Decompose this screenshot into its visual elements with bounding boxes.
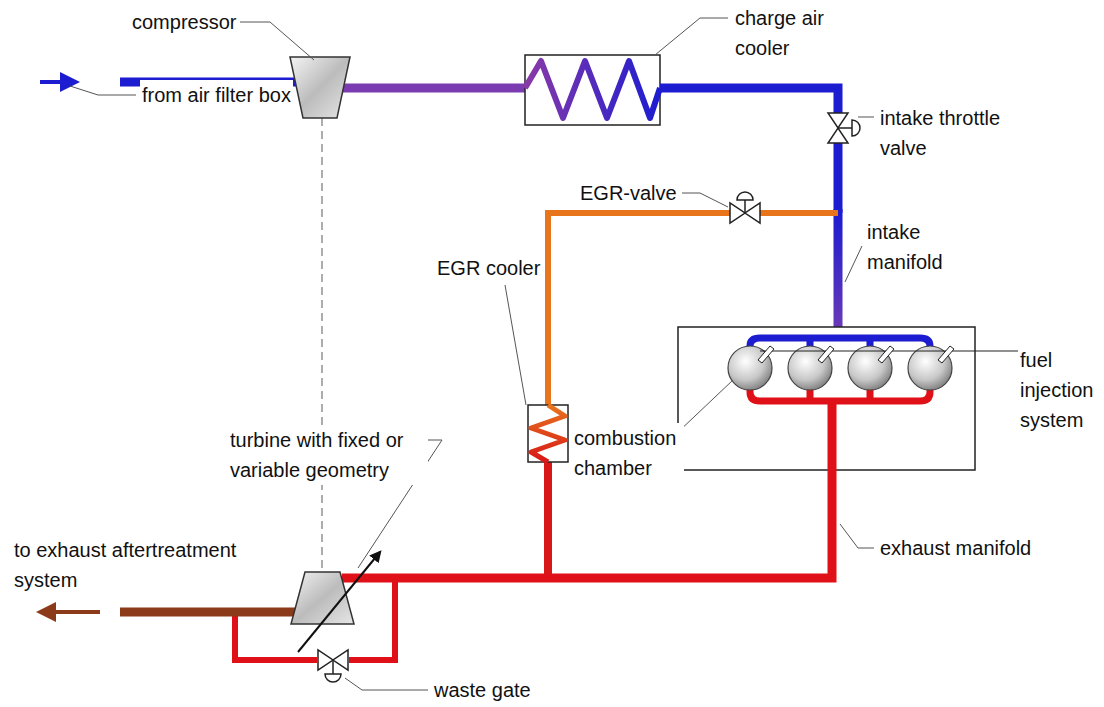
leader-line (840, 524, 874, 548)
outflow-arrow (40, 610, 100, 614)
egr-actuator-stem (744, 200, 746, 213)
throttle-outlet-pipe (834, 141, 843, 213)
part-label: combustion chamber (572, 423, 684, 483)
wastegate-valve-symbol (318, 650, 333, 670)
wastegate-actuator-stem (332, 660, 334, 674)
part-label: waste gate (432, 675, 533, 705)
throttle-valve-symbol (828, 113, 848, 128)
egr-valve-symbol (730, 203, 745, 223)
egr-cooler-coil (531, 405, 565, 462)
leader-line (505, 285, 526, 405)
compressed-air-pipe (340, 84, 525, 93)
leader-line (655, 18, 728, 55)
cooler-coil (525, 61, 660, 118)
leader-line (858, 117, 874, 118)
charge-air-cooler-box (525, 55, 660, 125)
part-label: from air filter box (140, 80, 293, 110)
throttle-actuator (852, 120, 860, 136)
leader-line (676, 380, 733, 434)
intake-runners (750, 338, 930, 352)
compressor-symbol (290, 57, 350, 118)
egr-actuator (737, 192, 753, 200)
part-label: intake manifold (865, 217, 969, 277)
inflow-arrow (40, 80, 76, 84)
leader-line (70, 86, 136, 95)
egr-cooler-box (528, 405, 568, 462)
part-label: turbine with fixed or variable geometry (228, 425, 428, 485)
part-label: intake throttle valve (878, 103, 1027, 163)
engine-block (678, 327, 975, 470)
throttle-valve-symbol (828, 128, 848, 143)
part-label: to exhaust aftertreatment system (12, 535, 278, 595)
leader-line (682, 193, 728, 207)
part-label: EGR-valve (578, 178, 679, 208)
part-label: fuel injection system (1018, 345, 1100, 435)
part-label: exhaust manifold (878, 533, 1033, 563)
part-label: EGR cooler (435, 253, 542, 283)
leader-line (240, 22, 314, 60)
turbine-symbol (291, 572, 354, 624)
turbo-shaft (321, 118, 322, 572)
egr-pipe (760, 210, 838, 216)
fuel-injector (758, 346, 954, 363)
turbine-outlet-pipe (120, 608, 300, 617)
leader-line (345, 678, 428, 690)
wastegate-valve-symbol (333, 650, 348, 670)
egr-valve-symbol (745, 203, 760, 223)
part-label: charge air cooler (733, 3, 837, 63)
leader-line (845, 246, 862, 282)
cooled-air-pipe (660, 88, 838, 115)
wastegate-bypass (349, 578, 395, 660)
variable-geometry-arrow (298, 552, 380, 652)
egr-hot-pipe (544, 462, 552, 578)
wastegate-actuator (325, 674, 341, 682)
throttle-actuator-stem (838, 127, 852, 129)
intake-manifold-pipe (834, 209, 843, 330)
exhaust-runners (750, 386, 930, 401)
part-label: compressor (130, 7, 238, 37)
